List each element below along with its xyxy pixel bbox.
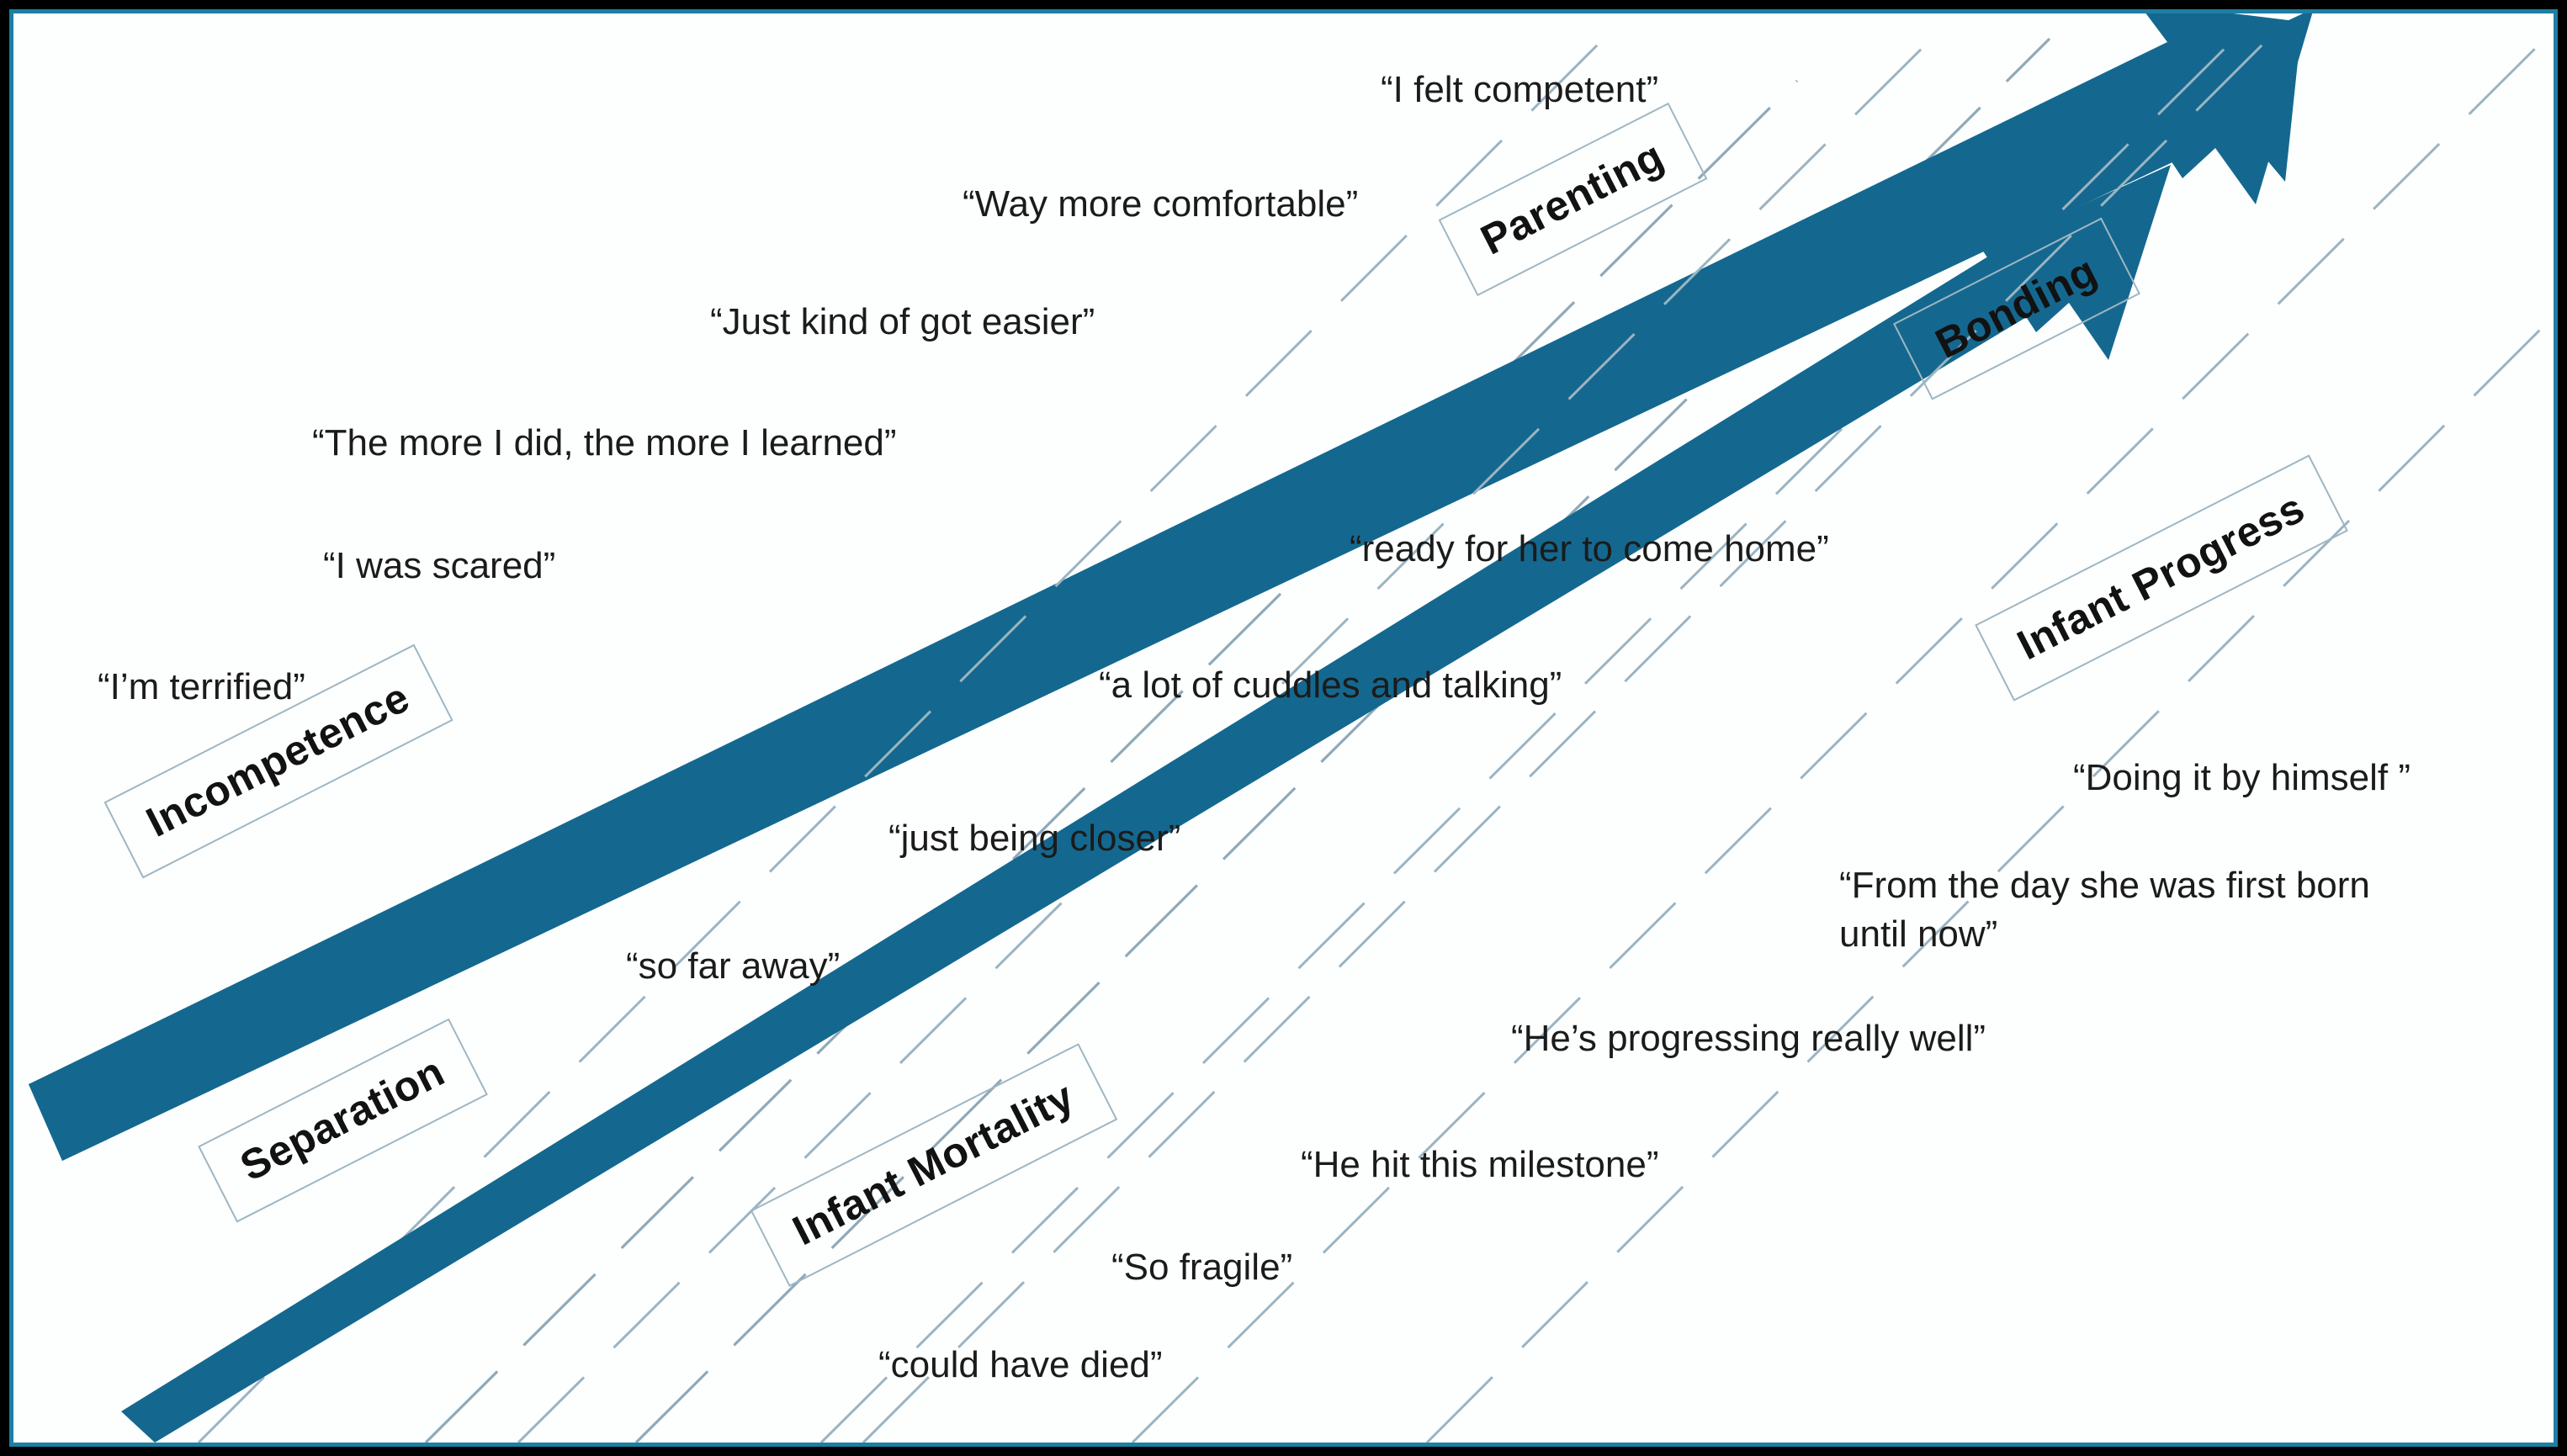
lower-band-guides — [862, 29, 2554, 1443]
quote-from-the-day-she-was-first-born: “From the day she was first born until n… — [1839, 865, 2370, 956]
quote-im-terrified: “I’m terrified” — [98, 666, 305, 707]
quote-i-was-scared: “I was scared” — [323, 545, 556, 586]
quote-ready-for-her-to-come-home: “ready for her to come home” — [1350, 528, 1829, 569]
quote-a-lot-of-cuddles-and-talking: “a lot of cuddles and talking” — [1099, 664, 1562, 706]
quote-so-fragile: “So fragile” — [1111, 1247, 1293, 1288]
quote-doing-it-by-himself: “Doing it by himself ” — [2073, 757, 2411, 798]
quote-so-far-away: “so far away” — [626, 945, 841, 987]
diagram-canvas: .dash { stroke:#8fa9b8; stroke-width:3.2… — [13, 13, 2554, 1443]
quote-just-being-closer: “just being closer” — [888, 818, 1181, 859]
upper-trajectory-arrow — [29, 13, 2313, 1161]
quote-the-more-i-did: “The more I did, the more I learned” — [312, 422, 897, 463]
quote-just-kind-of-got-easier: “Just kind of got easier” — [710, 301, 1095, 342]
quote-way-more-comfortable: “Way more comfortable” — [963, 183, 1359, 225]
quote-hes-progressing-really-well: “He’s progressing really well” — [1511, 1018, 1986, 1059]
quote-he-hit-this-milestone: “He hit this milestone” — [1301, 1144, 1659, 1185]
quote-i-felt-competent: “I felt competent” — [1381, 69, 1659, 110]
diagram-artwork: .dash { stroke:#8fa9b8; stroke-width:3.2… — [29, 13, 2554, 1443]
lower-trajectory-arrow — [121, 165, 2171, 1443]
quote-could-have-died: “could have died” — [878, 1344, 1163, 1385]
